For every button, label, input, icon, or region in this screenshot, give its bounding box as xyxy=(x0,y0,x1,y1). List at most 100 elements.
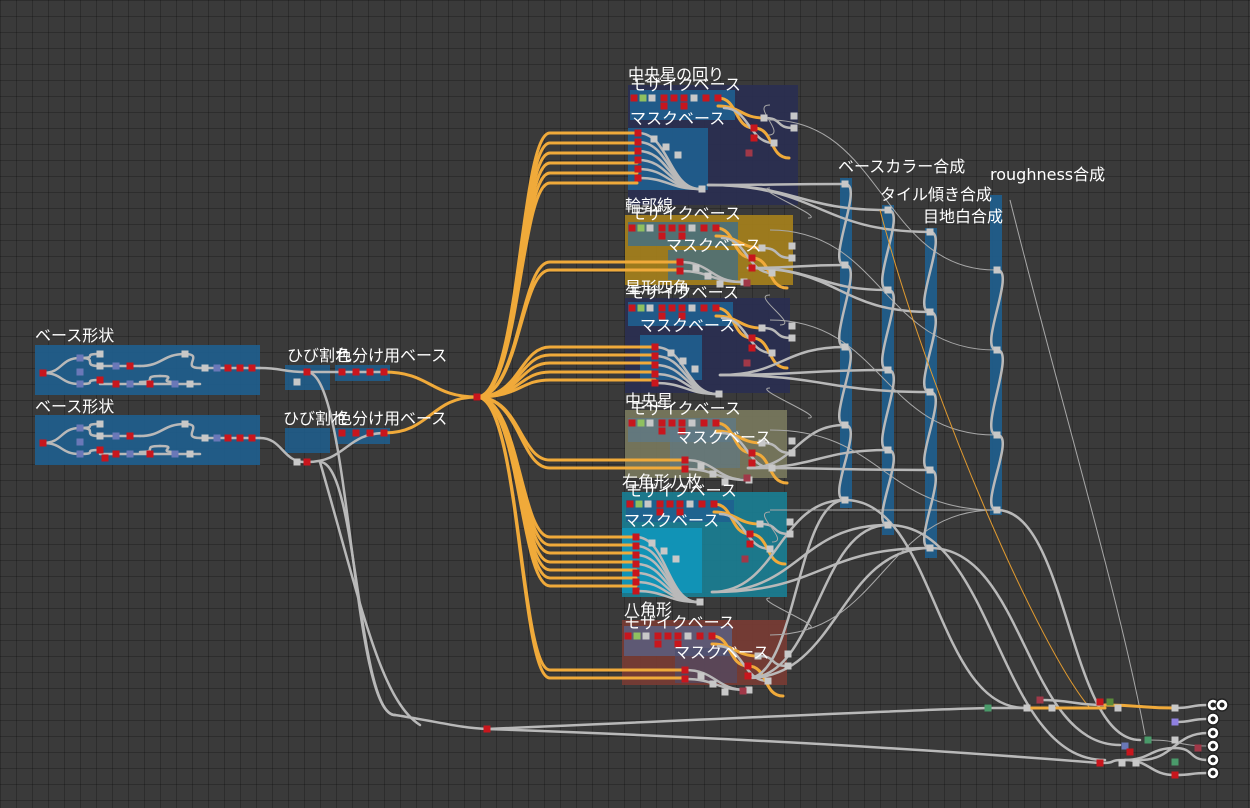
graph-node[interactable] xyxy=(708,632,716,640)
graph-node[interactable] xyxy=(700,224,708,232)
graph-node[interactable] xyxy=(96,446,104,454)
graph-node[interactable] xyxy=(841,496,849,504)
graph-node[interactable] xyxy=(710,500,718,508)
graph-node[interactable] xyxy=(758,244,766,252)
graph-node[interactable] xyxy=(1171,771,1179,779)
graph-node[interactable] xyxy=(651,370,659,378)
graph-node[interactable] xyxy=(171,450,179,458)
graph-node[interactable] xyxy=(743,279,751,287)
graph-node[interactable] xyxy=(681,456,689,464)
graph-node[interactable] xyxy=(96,350,104,358)
graph-node[interactable] xyxy=(1048,704,1056,712)
graph-node[interactable] xyxy=(704,272,712,280)
graph-node[interactable] xyxy=(750,124,758,132)
graph-node[interactable] xyxy=(709,470,717,478)
graph-node[interactable] xyxy=(112,432,120,440)
graph-node[interactable] xyxy=(1126,748,1134,756)
graph-node[interactable] xyxy=(768,349,776,357)
graph-node[interactable] xyxy=(628,224,636,232)
graph-node[interactable] xyxy=(213,364,221,372)
graph-node[interactable] xyxy=(248,364,256,372)
graph-node[interactable] xyxy=(648,94,656,102)
graph-node[interactable] xyxy=(658,427,666,435)
graph-node[interactable] xyxy=(1171,736,1179,744)
graph-node[interactable] xyxy=(691,365,699,373)
graph-node[interactable] xyxy=(658,304,666,312)
graph-node[interactable] xyxy=(483,725,491,733)
graph-node[interactable] xyxy=(658,224,666,232)
graph-node[interactable] xyxy=(715,390,723,398)
graph-node[interactable] xyxy=(684,632,692,640)
output-node-icon[interactable] xyxy=(1206,739,1220,753)
graph-node[interactable] xyxy=(676,258,684,266)
graph-node[interactable] xyxy=(654,640,662,648)
graph-node[interactable] xyxy=(248,434,256,442)
graph-node[interactable] xyxy=(651,379,659,387)
graph-node[interactable] xyxy=(96,420,104,428)
graph-node[interactable] xyxy=(96,432,104,440)
graph-node[interactable] xyxy=(884,446,892,454)
graph-node[interactable] xyxy=(756,520,764,528)
graph-node[interactable] xyxy=(112,380,120,388)
frame-roughness-comp[interactable] xyxy=(990,195,1002,515)
graph-node[interactable] xyxy=(101,454,109,462)
graph-node[interactable] xyxy=(745,149,753,157)
graph-node[interactable] xyxy=(674,640,682,648)
graph-node[interactable] xyxy=(788,449,796,457)
graph-node[interactable] xyxy=(366,368,374,376)
graph-node[interactable] xyxy=(76,424,84,432)
graph-node[interactable] xyxy=(201,364,209,372)
graph-node[interactable] xyxy=(788,254,796,262)
graph-node[interactable] xyxy=(746,530,754,538)
graph-node[interactable] xyxy=(626,500,634,508)
graph-node[interactable] xyxy=(788,322,796,330)
graph-node[interactable] xyxy=(926,388,934,396)
graph-node[interactable] xyxy=(670,94,678,102)
graph-node[interactable] xyxy=(668,304,676,312)
graph-node[interactable] xyxy=(686,500,694,508)
graph-node[interactable] xyxy=(698,500,706,508)
graph-node[interactable] xyxy=(632,551,640,559)
graph-node[interactable] xyxy=(650,135,658,143)
graph-node[interactable] xyxy=(352,368,360,376)
graph-node[interactable] xyxy=(656,508,664,516)
graph-node[interactable] xyxy=(632,578,640,586)
graph-node[interactable] xyxy=(224,434,232,442)
graph-node[interactable] xyxy=(628,304,636,312)
graph-node[interactable] xyxy=(766,545,774,553)
graph-node[interactable] xyxy=(690,94,698,102)
graph-node[interactable] xyxy=(678,419,686,427)
graph-node[interactable] xyxy=(637,419,645,427)
graph-node[interactable] xyxy=(681,675,689,683)
graph-node[interactable] xyxy=(739,687,747,695)
graph-node[interactable] xyxy=(644,500,652,508)
graph-node[interactable] xyxy=(748,264,756,272)
graph-node[interactable] xyxy=(696,632,704,640)
graph-node[interactable] xyxy=(303,368,311,376)
graph-node[interactable] xyxy=(632,569,640,577)
graph-node[interactable] xyxy=(714,94,722,102)
graph-node[interactable] xyxy=(660,102,668,110)
output-node-icon[interactable] xyxy=(1215,698,1229,712)
graph-node[interactable] xyxy=(676,500,684,508)
graph-node[interactable] xyxy=(632,542,640,550)
graph-node[interactable] xyxy=(667,349,675,357)
graph-node[interactable] xyxy=(366,429,374,437)
graph-node[interactable] xyxy=(96,376,104,384)
graph-node[interactable] xyxy=(1096,759,1104,767)
graph-node[interactable] xyxy=(700,304,708,312)
graph-node[interactable] xyxy=(293,378,301,386)
graph-node[interactable] xyxy=(660,547,668,555)
graph-node[interactable] xyxy=(926,544,934,552)
graph-node[interactable] xyxy=(681,465,689,473)
graph-node[interactable] xyxy=(338,429,346,437)
graph-node[interactable] xyxy=(660,94,668,102)
graph-node[interactable] xyxy=(696,598,704,606)
graph-node[interactable] xyxy=(748,449,756,457)
graph-node[interactable] xyxy=(181,420,189,428)
graph-node[interactable] xyxy=(634,147,642,155)
graph-node[interactable] xyxy=(688,224,696,232)
graph-node[interactable] xyxy=(637,304,645,312)
graph-node[interactable] xyxy=(126,450,134,458)
graph-node[interactable] xyxy=(658,312,666,320)
